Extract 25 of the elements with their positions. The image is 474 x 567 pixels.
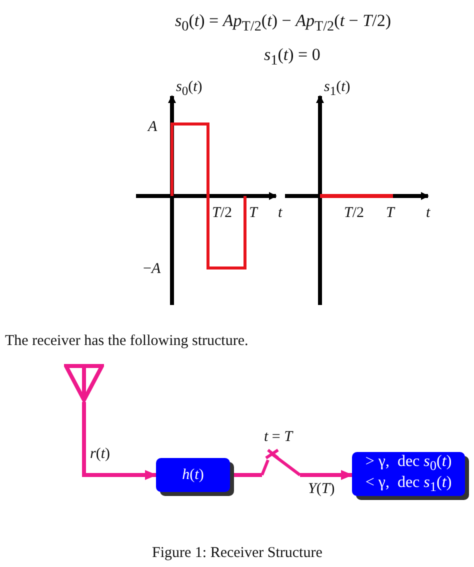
equation: s$_{0}$(t) = Ap$_{T/2}$(t) − Ap$_{T/2}$(t − T/2) — [175, 12, 391, 34]
tick-label: T/2 — [344, 206, 364, 221]
axis-label: s$_{1}$(t) — [324, 80, 350, 98]
tick-label: T — [249, 206, 258, 221]
switch-label: t = T — [264, 430, 292, 445]
decision-rule: > γ, dec s$_{0}$(t) — [365, 453, 452, 474]
tick-label: T — [386, 206, 394, 221]
edge-label: Y(T) — [308, 482, 335, 497]
axis-label: s$_{0}$(t) — [176, 80, 202, 98]
tick-label: A — [148, 120, 158, 135]
axis-label: t — [278, 206, 282, 221]
tick-label: −A — [143, 262, 161, 277]
tick-label: T/2 — [212, 206, 232, 221]
decision-box — [352, 452, 465, 496]
edge-label: r(t) — [90, 447, 110, 462]
axis-label: t — [426, 206, 430, 221]
filter-box — [156, 458, 230, 492]
antenna-icon — [64, 364, 104, 402]
figure-caption: Figure 1: Receiver Structure — [152, 546, 322, 561]
box-label: h(t) — [182, 466, 204, 484]
equation: s$_{1}$(t) = 0 — [264, 46, 320, 68]
arrow — [82, 402, 157, 480]
body-text: The receiver has the following structure. — [5, 334, 248, 349]
arrow — [300, 470, 353, 480]
decision-rule: < γ, dec s$_{1}$(t) — [365, 474, 452, 495]
